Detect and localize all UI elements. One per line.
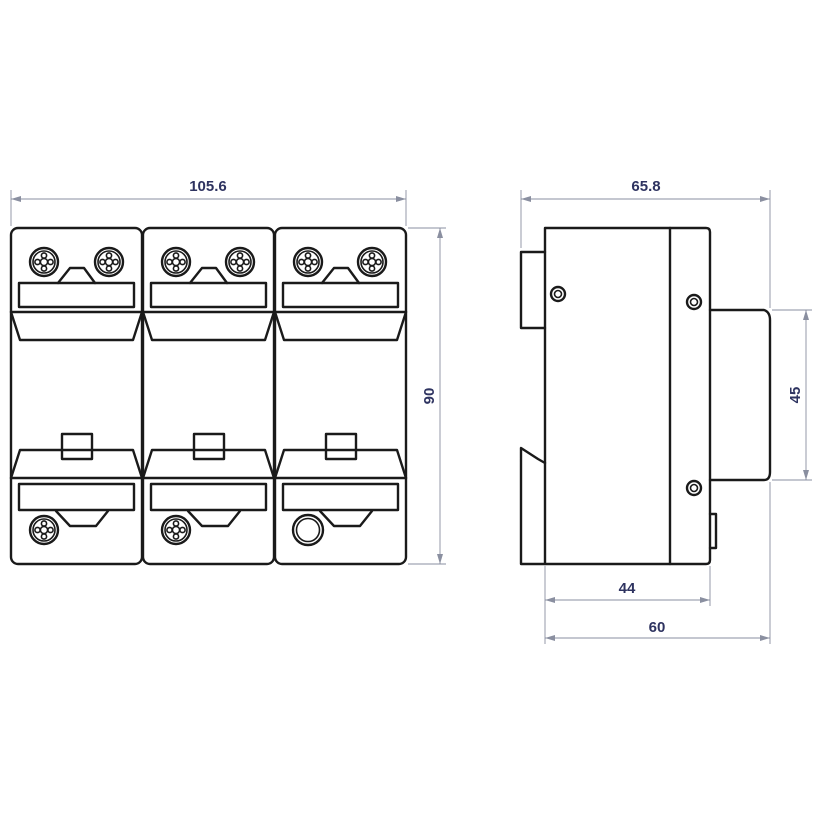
dimension-width: 105.6 <box>10 178 407 226</box>
dimension-depth: 65.8 <box>520 178 771 308</box>
side-view: 65.8 45 44 60 <box>519 178 812 644</box>
dimension-body-depth-label: 60 <box>649 619 666 636</box>
terminal-screw-icon <box>28 514 60 546</box>
dimension-rail-height: 45 <box>772 309 812 481</box>
terminal-screw-icon <box>93 246 125 278</box>
module-1 <box>9 226 144 566</box>
dimension-front-depth-label: 44 <box>619 580 636 597</box>
terminal-screw-icon <box>160 514 192 546</box>
dimension-rail-height-label: 45 <box>787 387 804 404</box>
module-2 <box>141 226 276 566</box>
terminal-screw-icon <box>160 246 192 278</box>
dimension-height-label: 90 <box>421 388 438 405</box>
terminal-screw-icon <box>356 246 388 278</box>
module-3 <box>273 226 408 566</box>
rivet-icon <box>685 293 703 311</box>
terminal-screw-icon <box>224 246 256 278</box>
dimension-width-label: 105.6 <box>189 178 227 195</box>
terminal-screw-icon <box>28 246 60 278</box>
side-body <box>519 226 772 566</box>
dimension-height: 90 <box>408 227 446 565</box>
dimension-front-depth: 44 <box>544 566 711 606</box>
indicator-window-icon <box>291 513 325 547</box>
terminal-screw-icon <box>292 246 324 278</box>
front-view: 105.6 90 <box>9 178 446 566</box>
dimension-depth-label: 65.8 <box>631 178 660 195</box>
rivet-icon <box>549 285 567 303</box>
dimension-body-depth: 60 <box>544 482 771 644</box>
rivet-icon <box>685 479 703 497</box>
